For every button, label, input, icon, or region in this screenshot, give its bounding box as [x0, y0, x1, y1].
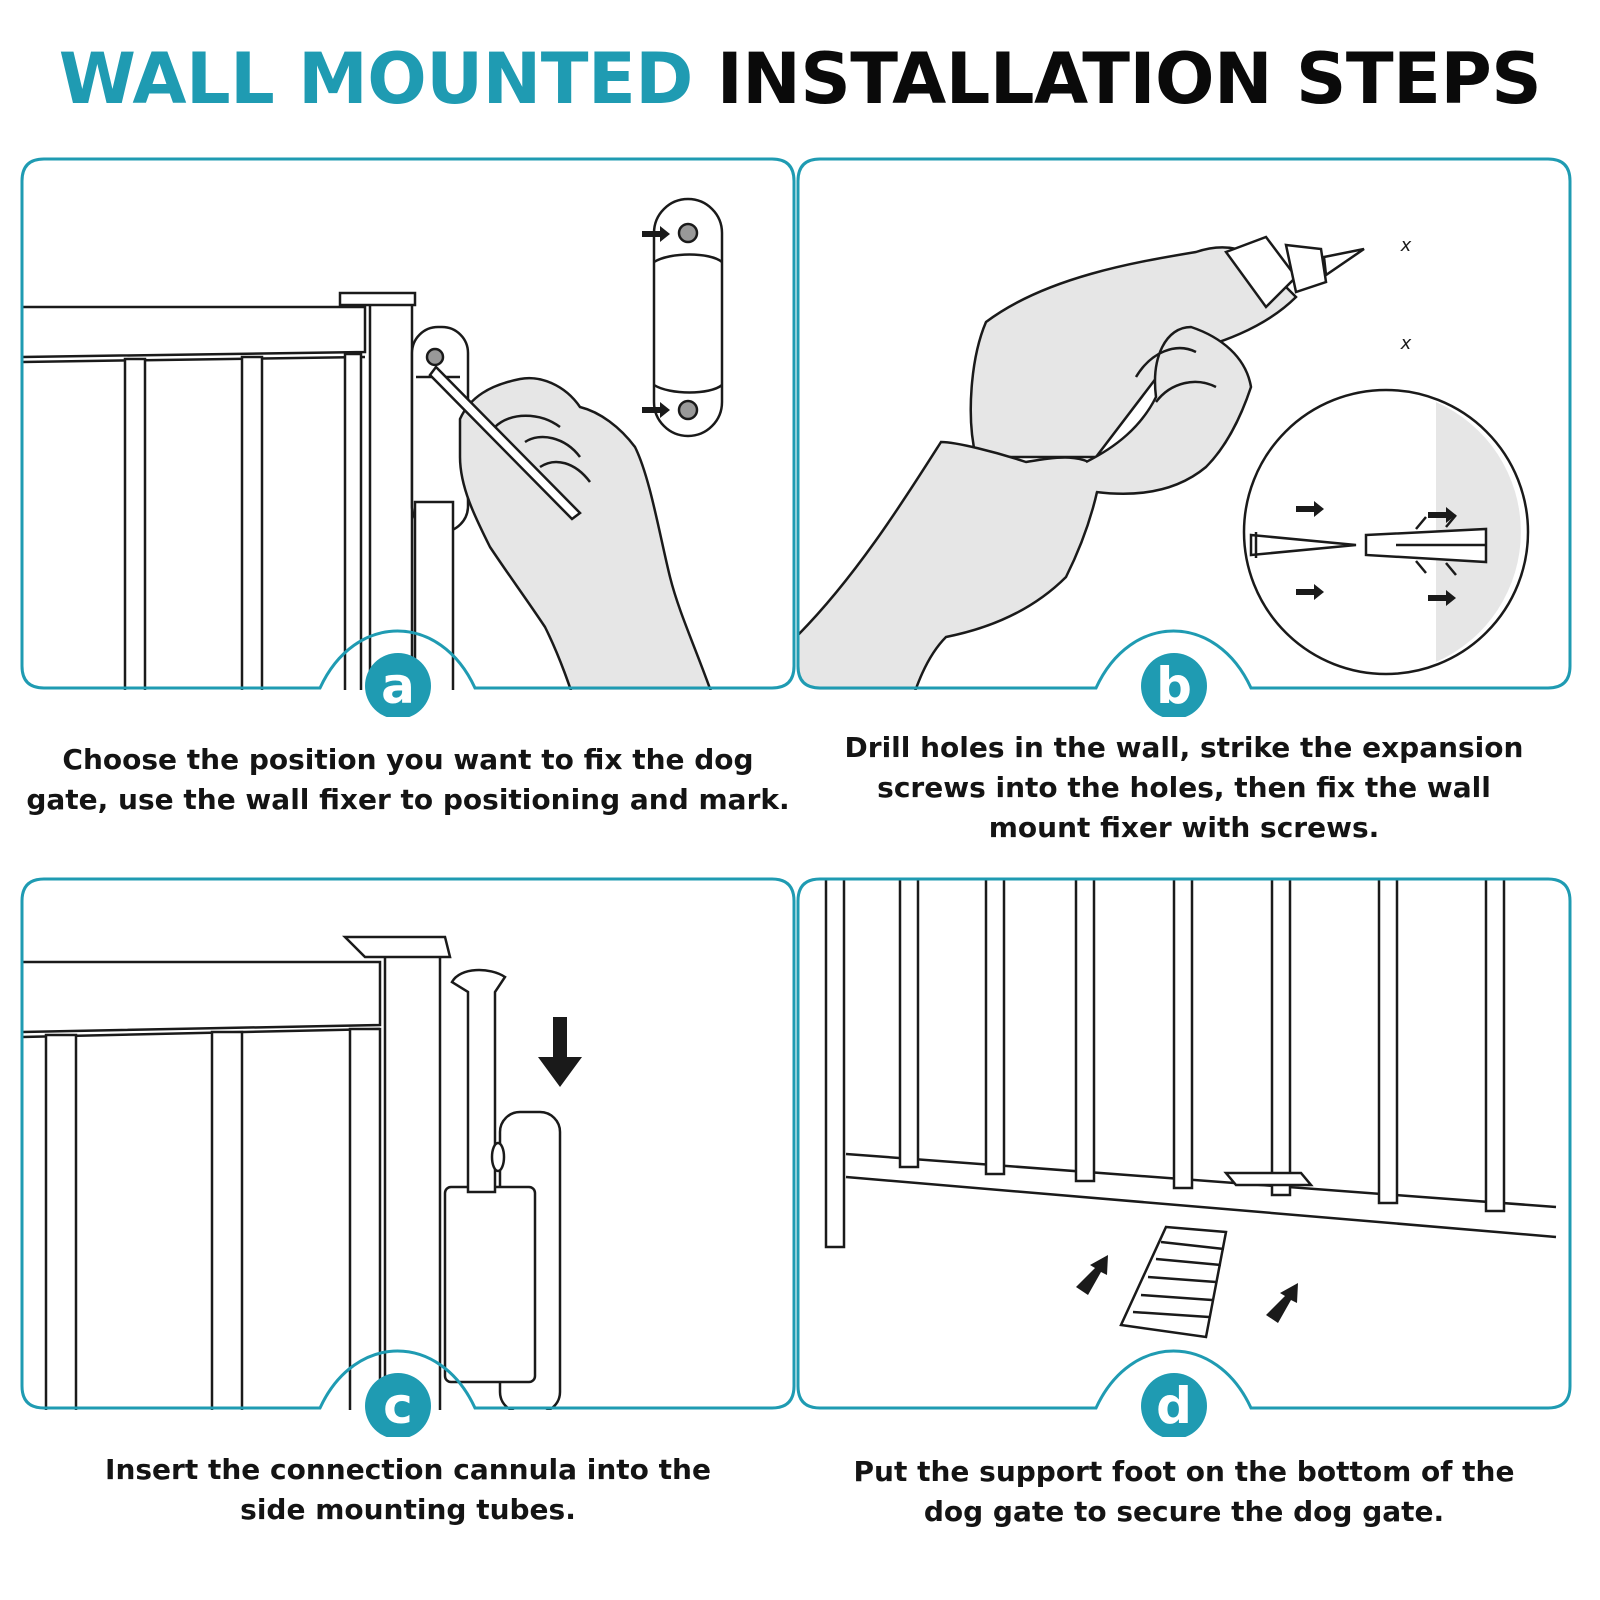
panel-frame	[20, 157, 796, 690]
arrow-icon	[1296, 501, 1456, 606]
step-d-panel: d	[796, 877, 1572, 1437]
step-badge-b: b	[1141, 653, 1207, 717]
step-a-panel: a	[20, 157, 796, 717]
step-d-caption: Put the support foot on the bottom of th…	[853, 1455, 1515, 1528]
step-b-illustration: x x b	[796, 157, 1572, 717]
step-b-caption: Drill holes in the wall, strike the expa…	[844, 731, 1524, 844]
panel-frame	[796, 877, 1572, 1410]
step-b-panel: x x b	[796, 157, 1572, 717]
panel-frame	[20, 877, 796, 1410]
drill-mark-icon: x	[1400, 235, 1412, 256]
title-main: INSTALLATION STEPS	[716, 38, 1542, 120]
step-c-panel: c	[20, 877, 796, 1437]
step-c-illustration: c	[20, 877, 796, 1437]
arrow-icon	[642, 226, 670, 418]
down-arrow-icon	[538, 1017, 582, 1087]
badge-letter: a	[381, 657, 415, 715]
arrow-icon	[1076, 1255, 1298, 1323]
panel-frame	[796, 157, 1572, 690]
step-badge-d: d	[1141, 1373, 1207, 1437]
badge-letter: b	[1156, 657, 1192, 715]
step-a-caption: Choose the position you want to fix the …	[26, 743, 790, 816]
page-title: WALL MOUNTED INSTALLATION STEPS	[0, 44, 1600, 114]
step-badge-a: a	[365, 653, 431, 717]
step-c-caption: Insert the connection cannula into the s…	[105, 1453, 711, 1526]
step-badge-c: c	[365, 1373, 431, 1437]
badge-letter: d	[1156, 1377, 1192, 1435]
title-accent: WALL MOUNTED	[58, 38, 694, 120]
badge-letter: c	[383, 1377, 413, 1435]
step-d-illustration: d	[796, 877, 1572, 1437]
step-a-illustration: a	[20, 157, 796, 717]
drill-mark-icon: x	[1400, 333, 1412, 354]
